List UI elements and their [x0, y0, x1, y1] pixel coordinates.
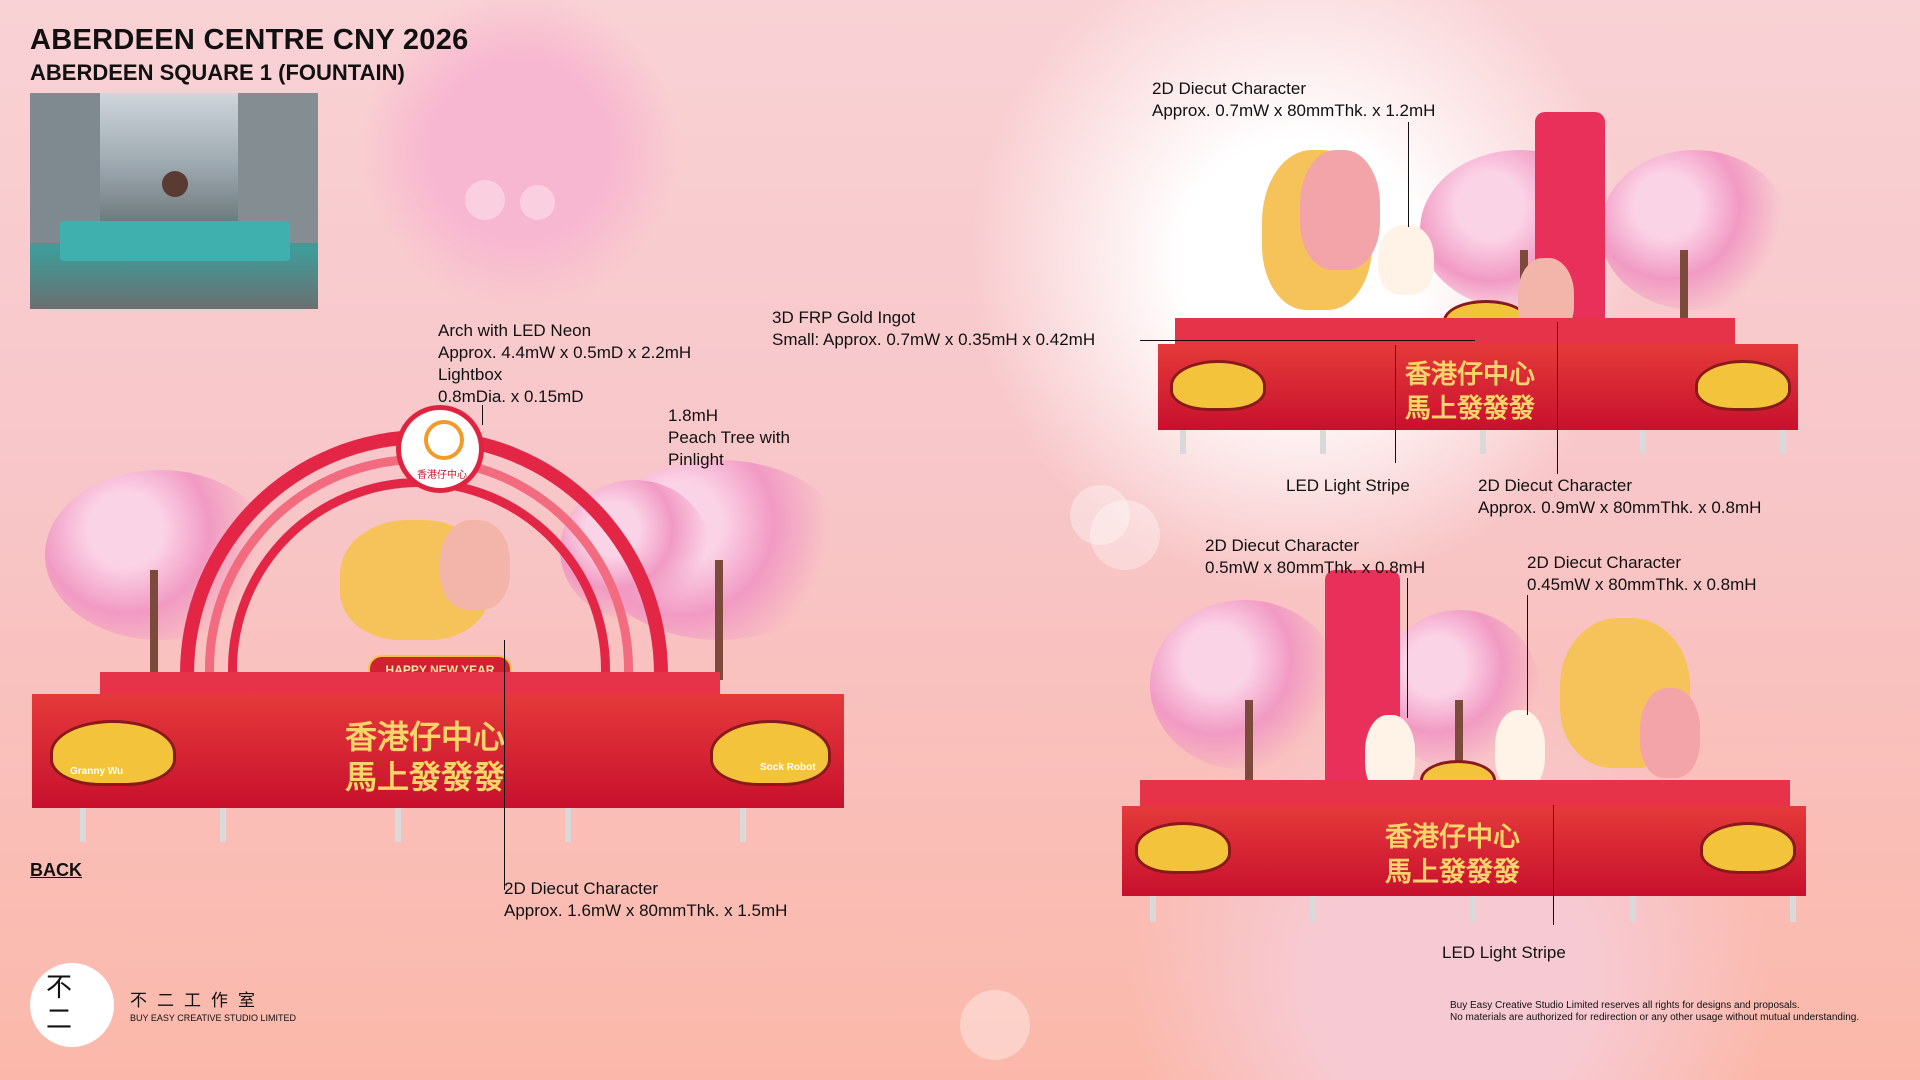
gold-ingot-icon: [50, 720, 176, 786]
brand-left: Granny Wu: [70, 766, 124, 777]
note-led-bottom: LED Light Stripe: [1442, 943, 1566, 962]
company-name-cn: 不二工作室: [130, 991, 265, 1010]
bokeh-decoration: [465, 180, 505, 220]
panel-line1: 香港仔中心: [1405, 360, 1536, 390]
back-link[interactable]: BACK: [30, 860, 82, 880]
chef-character: [1495, 710, 1545, 790]
brand-right: Sock Robot: [760, 762, 816, 773]
gold-ingot-icon: [1695, 360, 1791, 411]
gold-ingot-icon: [1170, 360, 1266, 411]
panel-line2: 馬上發發發: [1385, 857, 1520, 888]
bokeh-decoration: [1070, 485, 1130, 545]
leader-line: [1553, 805, 1554, 925]
leader-line: [504, 640, 505, 890]
rabbit-character: [1300, 150, 1380, 270]
rabbit-character: [1640, 688, 1700, 778]
panel-line2: 馬上發發發: [1405, 394, 1536, 424]
bokeh-decoration: [1090, 500, 1160, 570]
bokeh-decoration: [960, 990, 1030, 1060]
rights-notice: Buy Easy Creative Studio Limited reserve…: [1450, 1000, 1860, 1023]
stage-base: [1122, 806, 1806, 896]
page-subtitle: ABERDEEN SQUARE 1 (FOUNTAIN): [30, 60, 405, 85]
gold-ingot-icon: [1700, 822, 1796, 874]
leader-line: [1527, 595, 1528, 715]
panel-line1: 香港仔中心: [1385, 822, 1520, 853]
lightbox-logo-icon: [424, 420, 464, 460]
gold-ingot-icon: [1135, 822, 1231, 874]
bokeh-decoration: [520, 185, 555, 220]
note-led-top: LED Light Stripe: [1286, 476, 1410, 495]
peach-tree: [1600, 150, 1790, 310]
gold-ingot-icon: [710, 720, 831, 786]
page-title: ABERDEEN CENTRE CNY 2026: [30, 24, 469, 56]
panel-line1: 香港仔中心: [345, 718, 506, 756]
site-photo: [30, 93, 318, 309]
leader-line: [1407, 578, 1408, 718]
leader-line: [482, 405, 483, 425]
rabbit-character: [440, 520, 510, 610]
leader-line: [1140, 340, 1475, 341]
stage-top: [1175, 318, 1735, 346]
lightbox-label: 香港仔中心: [417, 470, 467, 481]
company-name-en: BUY EASY CREATIVE STUDIO LIMITED: [130, 1013, 297, 1023]
leader-line: [1408, 122, 1409, 227]
stage-top: [1140, 780, 1790, 808]
chef-character: [1378, 225, 1434, 295]
logo-glyph: 不 二: [46, 973, 73, 1035]
leader-line: [1557, 322, 1558, 474]
company-logo-icon: [30, 963, 114, 1047]
panel-line2: 馬上發發發: [345, 758, 506, 796]
leader-line: [1395, 345, 1396, 463]
